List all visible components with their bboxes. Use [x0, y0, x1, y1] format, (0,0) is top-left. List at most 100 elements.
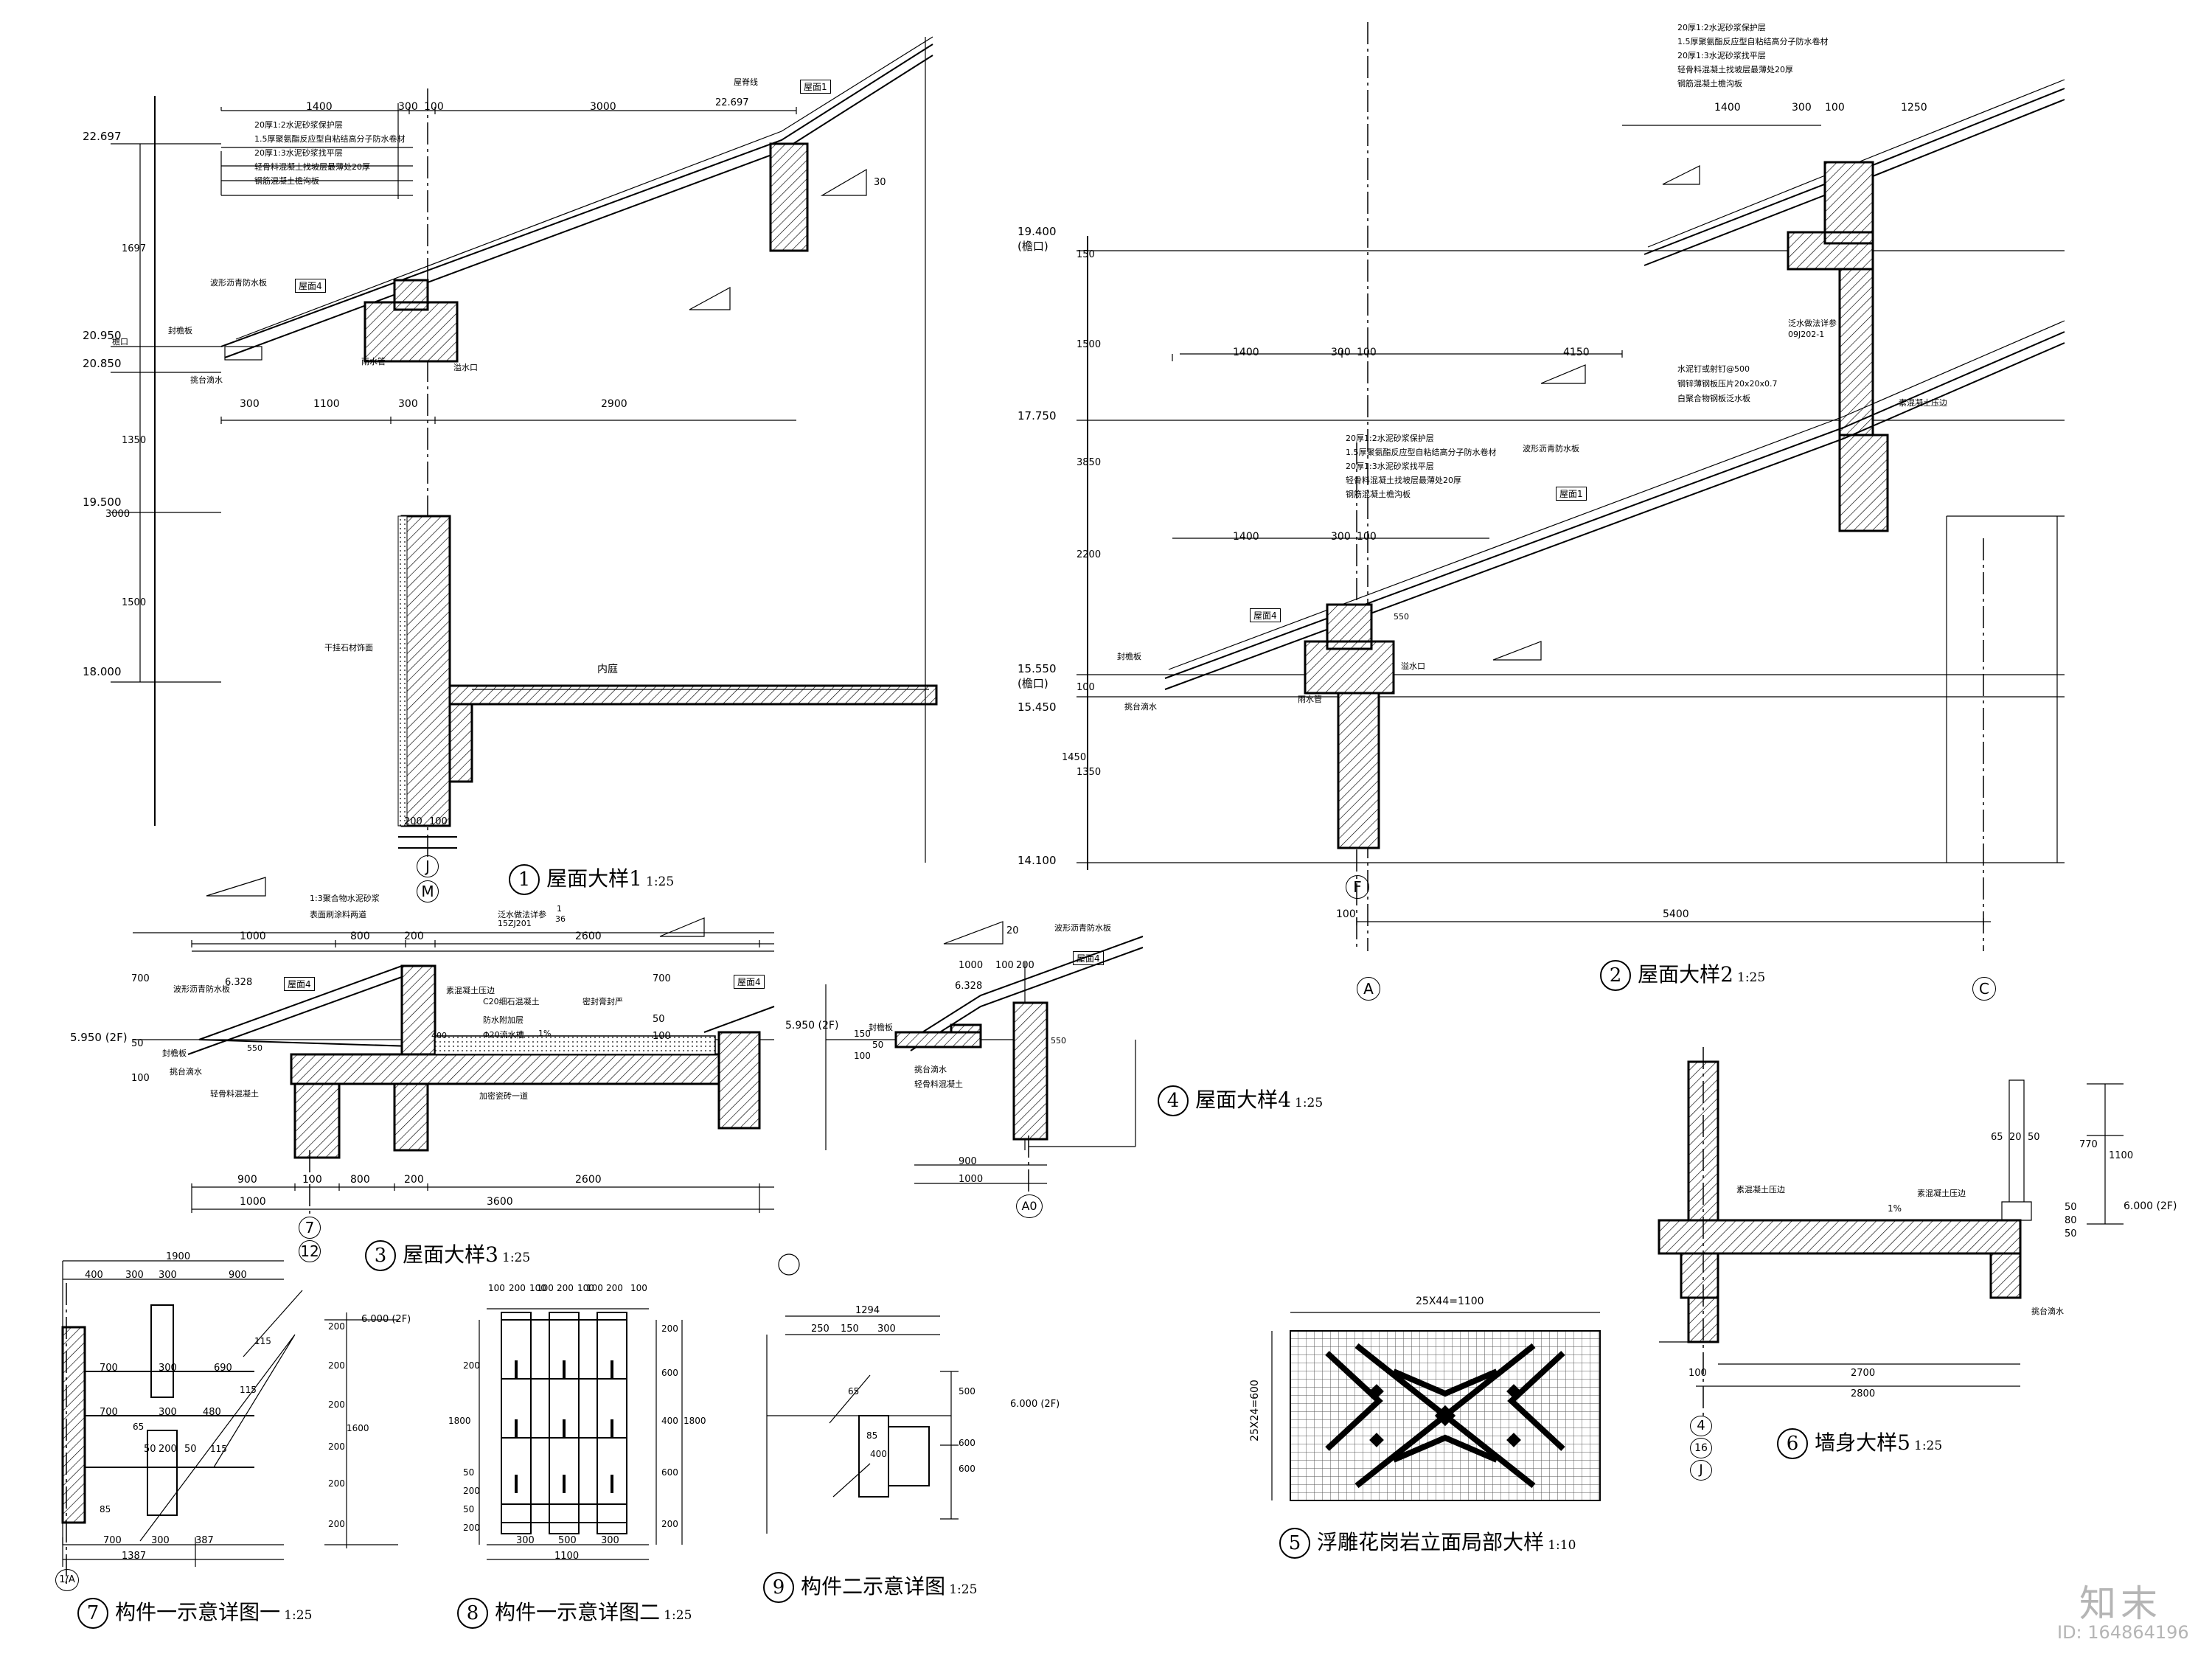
dim: 2900 [601, 398, 627, 410]
title-text: 浮雕花岗岩立面局部大样 [1317, 1530, 1545, 1554]
dim: 1800 [684, 1416, 706, 1426]
note: 内庭 [597, 664, 618, 675]
dim: 65 [133, 1422, 145, 1432]
dim: 1000 [240, 1196, 266, 1208]
dim: 150 [1077, 249, 1095, 260]
detail-2-roof [1077, 22, 2065, 951]
dim: 200 [404, 816, 422, 827]
dim: 50 [131, 1038, 144, 1049]
elev-d1-4: 19.500 [83, 495, 122, 509]
d2-tag-1: 屋面1 [1556, 487, 1587, 501]
note: C20细石混凝土 [483, 997, 540, 1006]
dim: 200 [404, 931, 424, 942]
detail-9-component [766, 1253, 959, 1534]
note: 挑台滴水 [190, 375, 223, 385]
title-scale: 1:25 [949, 1582, 978, 1597]
dim: 200 [404, 1174, 424, 1186]
note: 白聚合物钢板泛水板 [1677, 394, 1750, 403]
elev-d1-5: 18.000 [83, 665, 122, 678]
layer-note: 1.5厚聚氨酯反应型自粘结高分子防水卷材 [254, 134, 406, 144]
layer-note: 钢筋混凝土檐沟板 [1677, 79, 1742, 88]
title-text: 屋面大样1 [546, 866, 642, 891]
detail-5-granite [1271, 1312, 1601, 1501]
d5-dim-top: 25X44=1100 [1416, 1295, 1484, 1307]
note: 挑台滴水 [2031, 1307, 2064, 1316]
title-text: 构件二示意详图 [801, 1574, 946, 1599]
dim: 200 [328, 1478, 345, 1489]
watermark-id: ID: 164864196 [2057, 1622, 2189, 1643]
dim: 100 [577, 1283, 594, 1293]
note: 波形沥青防水板 [1054, 923, 1111, 933]
note: 550 [1394, 612, 1409, 622]
axis-label: 12 [299, 1240, 321, 1262]
dim: 600 [661, 1467, 678, 1478]
d2-axis-a: A [1357, 977, 1380, 1001]
title-text: 墙身大样5 [1815, 1430, 1910, 1455]
note: 1% [538, 1029, 552, 1038]
dim: 1450 [1062, 752, 1087, 763]
note: 封檐板 [168, 326, 192, 335]
note: 素混凝土压边 [1917, 1189, 1966, 1198]
dim: 2700 [1851, 1368, 1876, 1379]
d7-elev: 6.000 (2F) [361, 1314, 411, 1325]
note: 封檐板 [162, 1048, 187, 1058]
dim: 1800 [448, 1416, 471, 1426]
note: 防水附加层 [483, 1015, 524, 1025]
axis-label: 16 [1690, 1438, 1712, 1458]
elev: 19.400 (檐口) [1018, 225, 1057, 253]
title-number: 6 [1777, 1428, 1808, 1459]
dim: 100 [630, 1283, 647, 1293]
d3-axis: 7 12 [299, 1217, 321, 1262]
dim: 770 [2079, 1139, 2098, 1150]
note: 加密瓷砖一道 [479, 1091, 528, 1101]
layer-note: 1.5厚聚氨酯反应型自粘结高分子防水卷材 [1346, 448, 1497, 457]
detail-6-wall [1658, 1047, 2124, 1416]
dim: 300 [516, 1535, 535, 1546]
detail-3-roof [133, 877, 775, 1217]
d3-elev-1: 5.950 (2F) [70, 1031, 128, 1044]
dim: 200 [661, 1324, 678, 1334]
d2-tag-2: 屋面4 [1250, 608, 1281, 622]
dim: 1100 [313, 398, 340, 410]
dim: 200 [328, 1399, 345, 1410]
dim: 3850 [1077, 457, 1102, 468]
dim: 1387 [122, 1551, 147, 1562]
dim: 100 [1357, 347, 1377, 358]
dim: 1294 [855, 1305, 880, 1316]
title-1: 1 屋面大样1 1:25 [509, 863, 674, 895]
d3-elev-2: 6.328 [225, 977, 253, 988]
title-scale: 1:25 [284, 1608, 313, 1623]
dim: 400 [85, 1270, 103, 1281]
layer-note: 轻骨料混凝土找坡层最薄处20厚 [254, 162, 370, 172]
dim: 600 [959, 1464, 975, 1474]
dim: 900 [229, 1270, 247, 1281]
dim: 100 [488, 1283, 505, 1293]
dim: 1500 [122, 597, 147, 608]
elev-d1-3: 20.850 [83, 357, 122, 370]
note: 素混凝土压边 [446, 986, 495, 995]
dim: 65 [1991, 1132, 2003, 1143]
title-text: 屋面大样2 [1638, 962, 1733, 987]
dim: 50 [144, 1444, 156, 1455]
note: 轻骨料混凝土 [210, 1089, 259, 1099]
dim: 150 [854, 1029, 871, 1039]
note: 09J202-1 [1788, 330, 1825, 339]
dim: 100 [1357, 531, 1377, 543]
d3-ref: 泛水做法详参 1 36 15ZJ201 [498, 904, 566, 928]
dim: 700 [100, 1363, 118, 1374]
note: 密封膏封严 [582, 997, 623, 1006]
title-text: 屋面大样3 [403, 1242, 498, 1267]
layer-note: 20厚1:2水泥砂浆保护层 [1346, 434, 1434, 443]
dim: 200 [661, 1519, 678, 1529]
title-number: 4 [1158, 1085, 1189, 1116]
note: 挑台滴水 [1124, 702, 1157, 712]
dim: 100 [995, 960, 1014, 971]
dim: 1000 [959, 960, 984, 971]
note: 轻骨料混凝土 [914, 1079, 963, 1089]
dim: 300 [398, 101, 418, 113]
layer-note: 20厚1:2水泥砂浆保护层 [254, 120, 343, 130]
title-8: 8 构件一示意详图二 1:25 [457, 1596, 692, 1629]
dim: 2600 [575, 1174, 602, 1186]
title-scale: 1:25 [664, 1608, 692, 1623]
dim: 300 [151, 1535, 170, 1546]
